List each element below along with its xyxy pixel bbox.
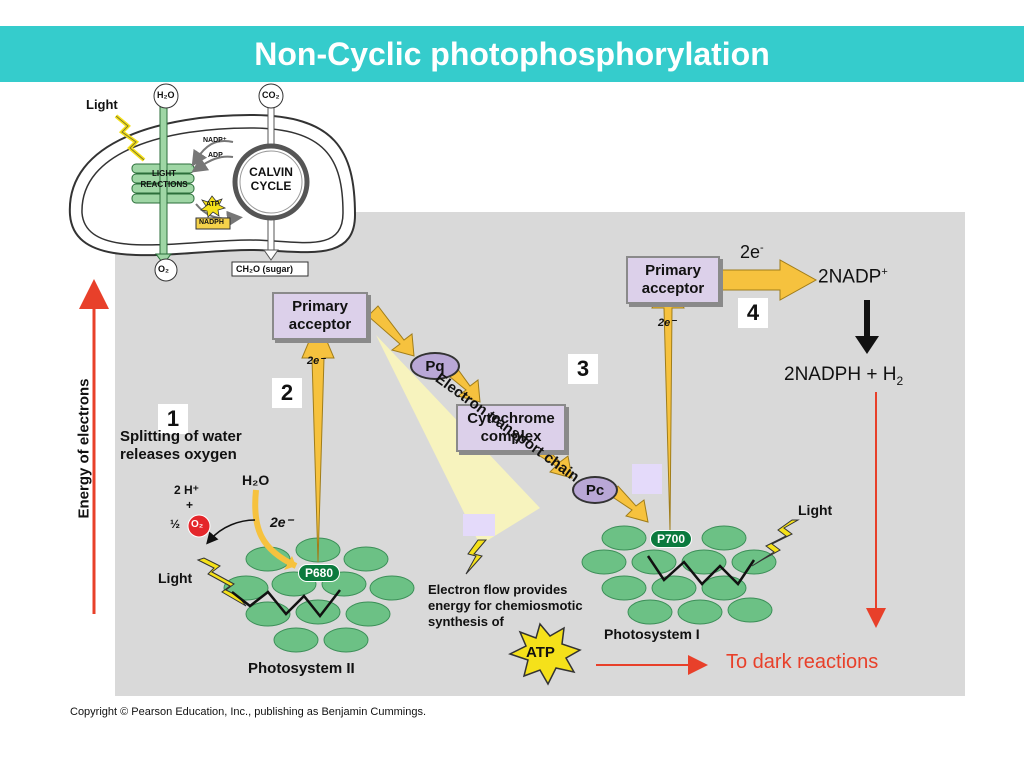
nadp-output: 2NADP+ <box>818 266 888 288</box>
overview-sugar-label: CH₂O (sugar) <box>236 264 294 274</box>
psi-light-label: Light <box>798 502 833 518</box>
atp-burst <box>508 622 582 686</box>
atp-label: ATP <box>526 644 555 661</box>
psii-two-e-label: 2e⁻ <box>307 355 326 367</box>
half-label: ½ <box>170 517 181 531</box>
photosystem-ii-disks <box>223 537 415 653</box>
nadp-down-arrow <box>855 336 879 354</box>
psii-h2o-label: H₂O <box>242 472 270 488</box>
two-h-plus-label: 2 H⁺ <box>174 483 200 497</box>
oxygen-circle <box>187 514 211 538</box>
o2-label: O₂ <box>191 519 204 530</box>
overview-adp-label: ADP <box>208 152 223 159</box>
overview-calvin-cycle: CALVIN CYCLE <box>249 165 293 193</box>
overview-o2-label: O₂ <box>158 264 169 274</box>
psi-two-e-top: 2e- <box>740 242 764 262</box>
photosystem-i-disks <box>581 525 777 625</box>
plus-label: + <box>186 498 194 512</box>
nadph-output: 2NADPH + H2 <box>784 364 904 388</box>
small-light-bolt <box>465 539 488 575</box>
electron-flow-text: Electron flow provides energy for chemio… <box>428 582 583 629</box>
p700-badge: P700 <box>650 530 692 548</box>
overview-atp-label: ATP <box>206 201 220 208</box>
nadp-arrow <box>715 259 818 301</box>
overview-nadph-label: NADPH <box>199 219 224 226</box>
dark-reactions-label: To dark reactions <box>726 651 879 673</box>
step-3-badge: 3 <box>568 354 598 384</box>
step-4-badge: 4 <box>738 298 768 328</box>
psi-light-bolt <box>751 519 800 567</box>
overview-light-reactions: LIGHT REACTIONS <box>140 169 188 189</box>
water-electron-arrow <box>252 489 298 569</box>
photosystem-i-label: Photosystem I <box>604 626 700 642</box>
step-1-badge: 1 <box>158 404 188 434</box>
energy-axis-label: Energy of electrons <box>75 378 93 519</box>
p680-badge: P680 <box>298 564 340 582</box>
psi-two-e-label: 2e⁻ <box>658 317 677 329</box>
overview-h2o-label: H₂O <box>157 90 175 100</box>
pc-carrier: Pc <box>572 476 618 504</box>
slide-title: Non-Cyclic photophosphorylation <box>0 26 1024 82</box>
psii-light-label: Light <box>158 570 193 586</box>
step-2-badge: 2 <box>272 378 302 408</box>
lavender-box-right <box>632 464 662 494</box>
splitting-water-text: Splitting of water releases oxygen <box>120 428 242 463</box>
copyright-text: Copyright © Pearson Education, Inc., pub… <box>70 706 427 718</box>
overview-co2-label: CO₂ <box>262 90 280 100</box>
overview-light-label: Light <box>86 97 118 112</box>
lavender-box-left <box>463 514 495 536</box>
overview-nadp-label: NADP⁺ <box>203 137 227 144</box>
photosystem-ii-label: Photosystem II <box>248 660 355 677</box>
pq-carrier: Pq <box>410 352 460 380</box>
chloroplast-overview <box>68 83 357 282</box>
water-two-e-label: 2e⁻ <box>270 514 293 530</box>
